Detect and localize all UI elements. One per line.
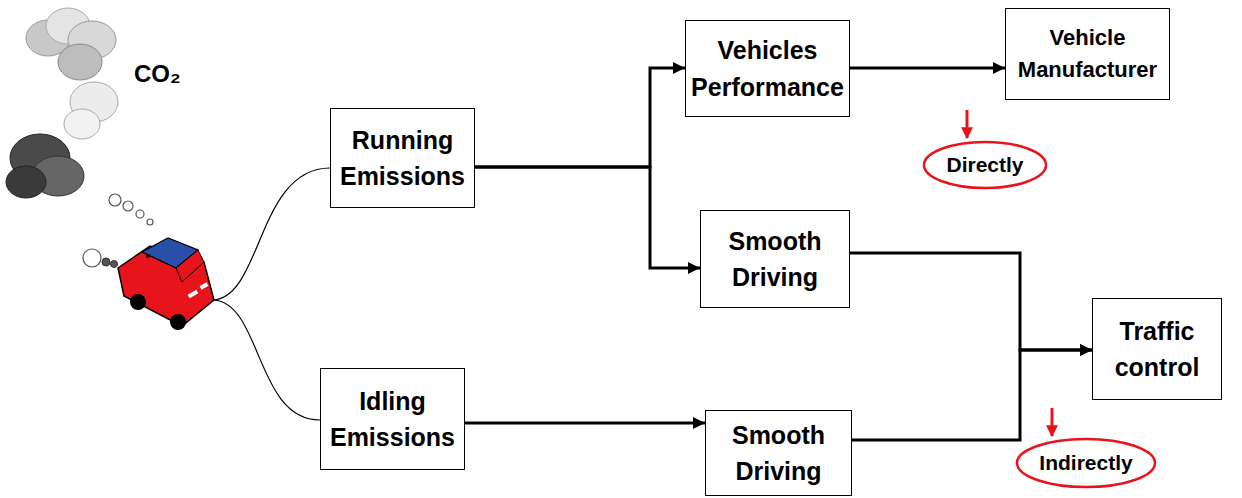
car-wheel xyxy=(130,294,146,310)
node-label: Vehicles Performance xyxy=(691,32,844,105)
process-box: Vehicles Performance xyxy=(685,20,850,117)
car-detail xyxy=(146,254,150,258)
smoke-bubble xyxy=(111,261,118,268)
process-box: Smooth Driving xyxy=(700,210,850,308)
callout-ellipse: Indirectly xyxy=(1015,437,1157,489)
smoke-bubble xyxy=(102,258,110,266)
smoke-puff xyxy=(58,44,102,80)
flow-arrow xyxy=(850,67,1005,70)
car-wheel xyxy=(170,314,186,330)
process-box: Running Emissions xyxy=(330,108,475,208)
node-label: Indirectly xyxy=(1039,448,1132,478)
smoke-puff xyxy=(64,109,100,139)
smoke-bubble xyxy=(136,210,144,218)
ellipse-outline xyxy=(1017,439,1155,487)
smoke-bubble xyxy=(147,219,153,225)
smoke-bubble xyxy=(83,249,101,267)
node-label: Smooth Driving xyxy=(712,417,845,490)
car-window-frame xyxy=(176,250,204,282)
smoke-puff xyxy=(6,166,46,198)
exhaust-smoke xyxy=(6,8,153,268)
process-box: Vehicle Manufacturer xyxy=(1005,8,1170,100)
car-illustration xyxy=(118,238,214,330)
chemical-formula: CO₂ xyxy=(134,60,181,88)
node-label: Vehicle Manufacturer xyxy=(1012,22,1163,86)
flow-arrow xyxy=(850,253,1092,350)
flow-arrow xyxy=(475,167,700,268)
node-label: Running Emissions xyxy=(337,122,468,195)
process-box: Smooth Driving xyxy=(705,410,852,496)
process-box: Idling Emissions xyxy=(320,368,465,470)
red-pointer-arrow xyxy=(1051,408,1054,436)
node-label: Traffic control xyxy=(1099,313,1215,386)
flow-arrow xyxy=(465,422,705,425)
smoke-bubble xyxy=(109,194,121,206)
branch-curve xyxy=(214,300,320,420)
node-label: Smooth Driving xyxy=(707,223,843,296)
node-label: Idling Emissions xyxy=(327,383,458,456)
node-label: Directly xyxy=(946,150,1023,180)
car-light xyxy=(200,282,209,289)
red-pointer-arrow xyxy=(966,110,969,138)
callout-ellipse: Directly xyxy=(922,140,1048,190)
ellipse-outline xyxy=(924,142,1046,188)
flow-arrow xyxy=(852,350,1092,440)
smoke-bubble xyxy=(123,201,133,211)
flow-arrow xyxy=(475,68,685,167)
car-light xyxy=(188,290,199,298)
branch-curve xyxy=(214,168,330,300)
process-box: Traffic control xyxy=(1092,298,1222,400)
